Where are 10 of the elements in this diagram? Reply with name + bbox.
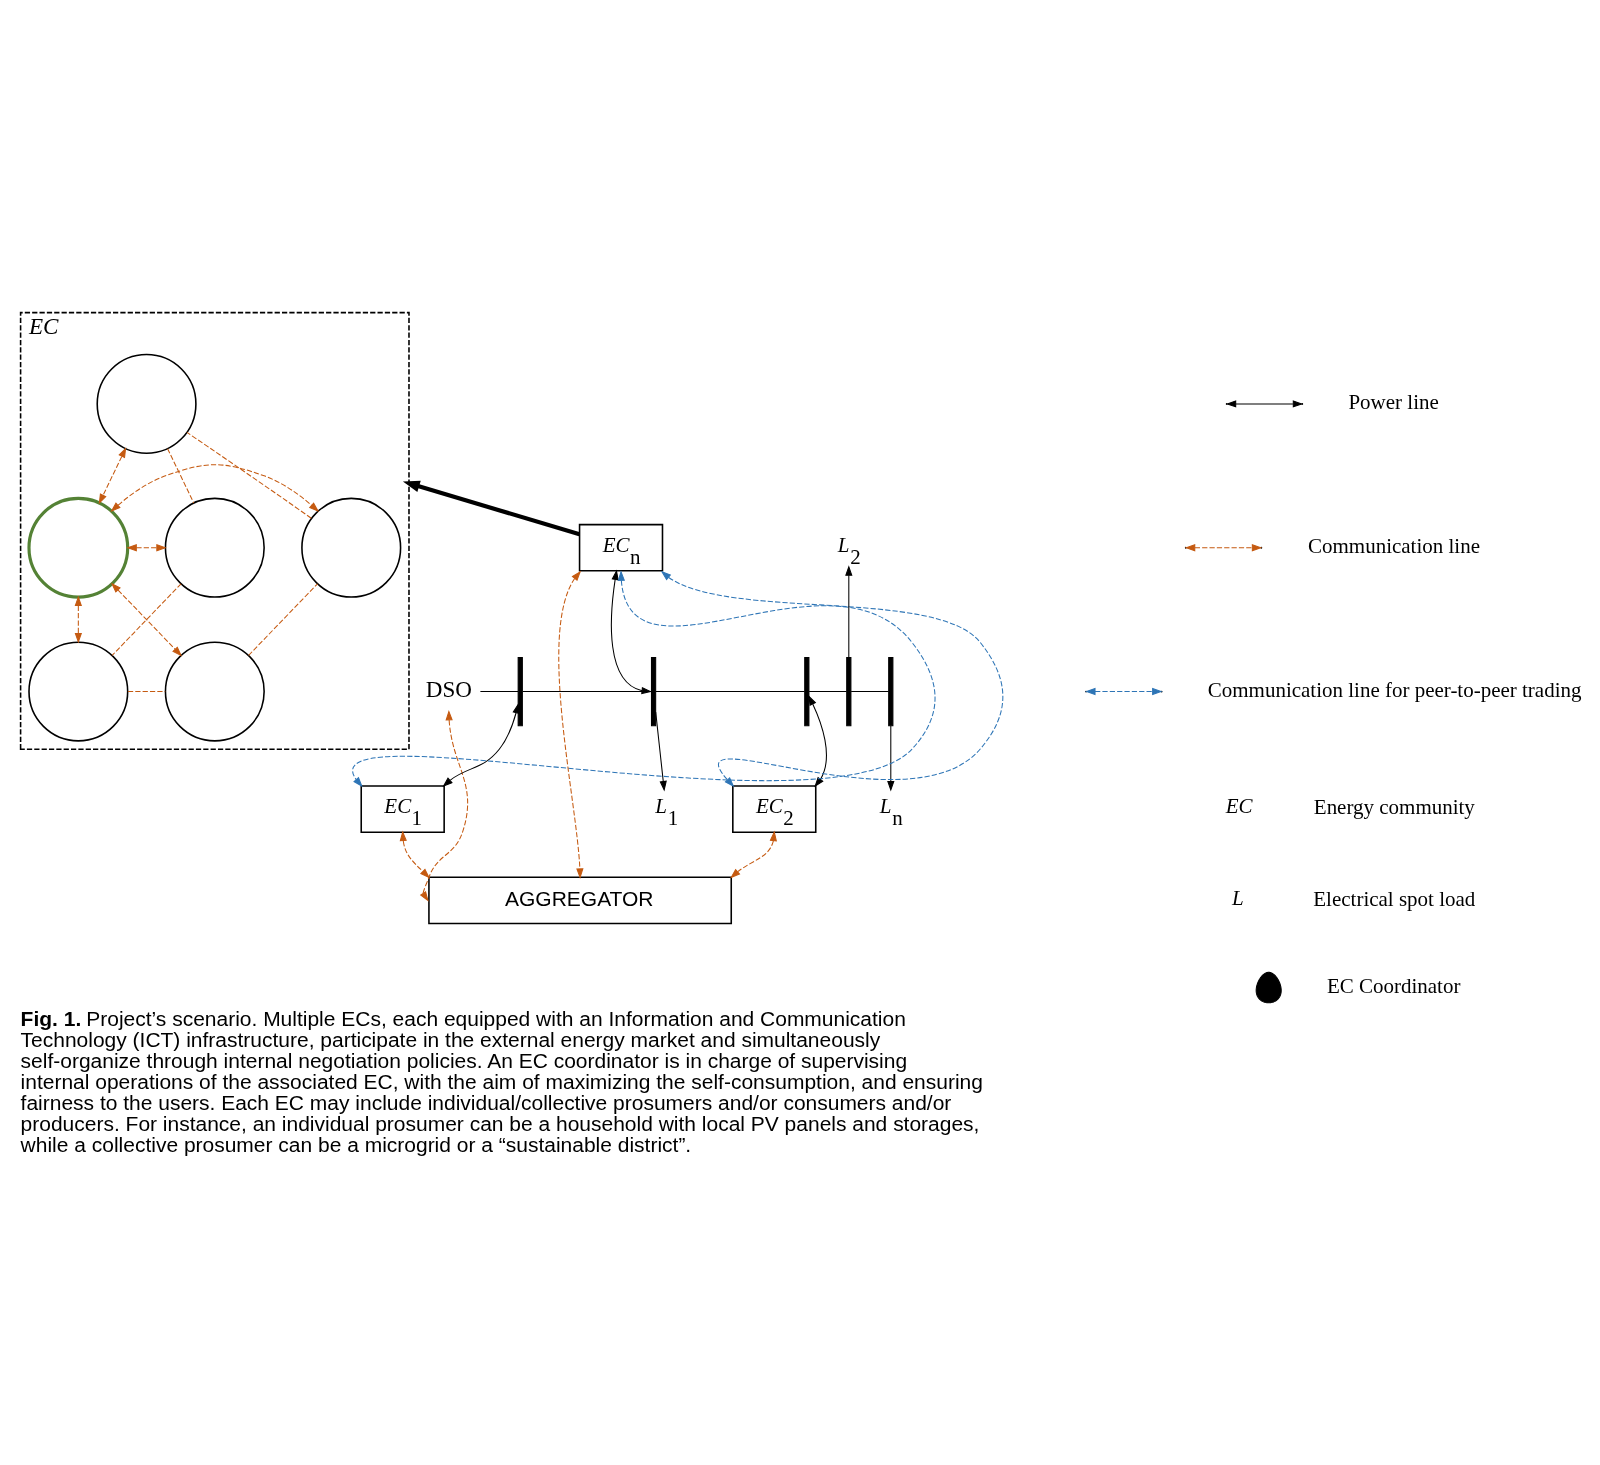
legend-label: Energy community [1313, 794, 1475, 819]
legend-label: Communication line [1308, 533, 1480, 558]
label: L [1231, 885, 1244, 910]
legend-label: EC Coordinator [1326, 973, 1461, 998]
node-text: DSO [425, 675, 472, 702]
legend-label: Power line [1348, 389, 1439, 414]
legend-label: Electrical spot load [1313, 886, 1476, 911]
caption: Fig. 1. Project’s scenario. Multiple ECs, each equipped with an Information and Communication Technology (ICT) infrastructure, participate in the external energy market and simultaneously self-organize through internal negotiation policies. An EC coordinator is in charge of supervising internal operations of the associated EC, with the aim of maximizing the self-consumption, and ensuring fairness to the users. Each EC may include individual/collective prosumers and/or consumers and/or producers. For instance, an individual prosumer can be a household with local PV panels and storages, while a collective prosumer can be a microgrid or a “sustainable district”. [20, 1006, 983, 1156]
label: EC [1225, 793, 1253, 818]
legend-label: Communication line for peer-to-peer trading [1207, 677, 1582, 702]
